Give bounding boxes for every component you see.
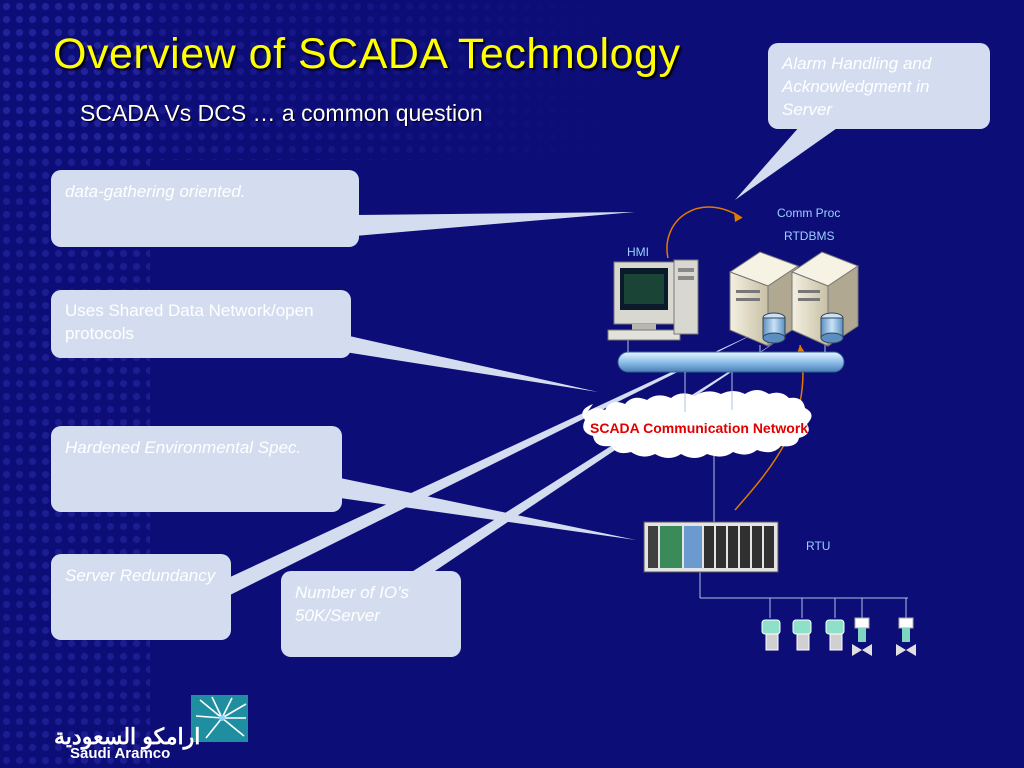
- callout-hardened-spec: Hardened Environmental Spec.: [51, 426, 342, 512]
- hmi-workstation-icon: [607, 259, 699, 341]
- dot-pattern-left: [0, 0, 150, 768]
- rtdbms-label: RTDBMS: [784, 229, 835, 243]
- server-icon-2: [790, 251, 860, 347]
- lan-pipe: [617, 351, 845, 373]
- arrow-hmi-server: [666, 206, 743, 259]
- hmi-label: HMI: [627, 245, 649, 259]
- callout-io-count: Number of IO’s 50K/Server: [281, 571, 461, 657]
- valve-icon-1: [852, 617, 872, 656]
- slide-title: Overview of SCADA Technology: [53, 30, 681, 78]
- transmitter-icon-2: [792, 619, 812, 651]
- callout-tail-data-gathering: [355, 212, 635, 236]
- logo-arabic-text: ارامكو السعودية: [54, 724, 201, 749]
- scada-network-cloud: [582, 390, 812, 458]
- callout-tail-shared-data: [345, 335, 598, 392]
- rtu-rack-icon: [643, 521, 779, 573]
- callout-alarm-handling: Alarm Handling and Acknowledgment in Ser…: [768, 43, 990, 129]
- slide-subtitle: SCADA Vs DCS … a common question: [80, 100, 483, 126]
- callout-server-redundancy: Server Redundancy: [51, 554, 231, 640]
- valve-icon-2: [896, 617, 916, 656]
- callout-shared-data: Uses Shared Data Network/open protocols: [51, 290, 351, 358]
- comm-proc-label: Comm Proc: [777, 206, 841, 220]
- server-icon-1: [728, 251, 800, 347]
- callout-tail-redundancy: [228, 330, 762, 596]
- transmitter-icon-3: [825, 619, 845, 651]
- saudi-aramco-logo-icon: [191, 695, 248, 742]
- rtu-label: RTU: [806, 539, 831, 553]
- logo-english-text: Saudi Aramco: [70, 745, 171, 762]
- network-label: SCADA Communication Network: [590, 420, 809, 436]
- transmitter-icon-1: [761, 619, 781, 651]
- dot-pattern-top: [0, 0, 620, 160]
- callout-data-gathering: data-gathering oriented.: [51, 170, 359, 247]
- callout-tail-alarm: [735, 126, 840, 200]
